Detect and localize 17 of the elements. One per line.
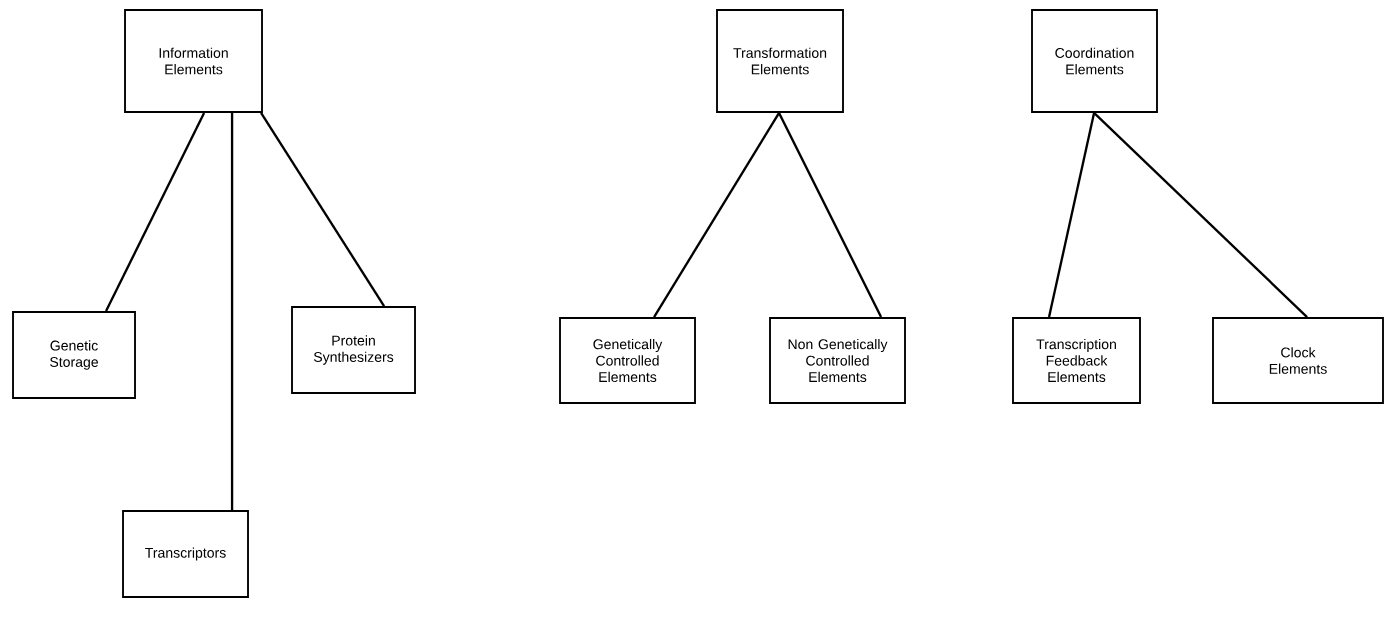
element-box: Non Genetically Controlled Elements [769,317,906,404]
connector-line [105,112,206,312]
element-box: Coordination Elements [1031,9,1158,113]
element-box: Information Elements [124,9,263,113]
connector-line [653,112,781,318]
element-box: Transformation Elements [716,9,844,113]
connector-line [260,112,386,307]
element-box: Genetic Storage [12,311,136,399]
element-box: Genetically Controlled Elements [559,317,696,404]
connector-line [230,112,234,511]
connector-line [1047,112,1096,318]
element-box: Transcription Feedback Elements [1012,317,1141,404]
element-box: Clock Elements [1212,317,1384,404]
connector-line [778,112,883,318]
element-box: Transcriptors [122,510,249,598]
connector-line [1093,112,1308,318]
element-box: Protein Synthesizers [291,306,416,394]
